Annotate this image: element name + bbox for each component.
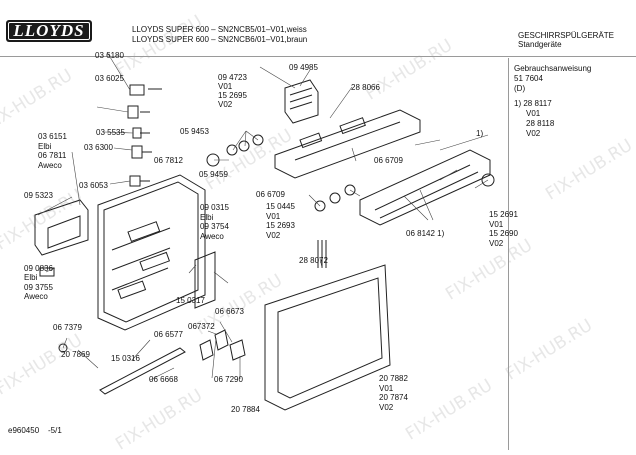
sidebar-divider (508, 58, 509, 450)
part-label: 09 0315 (200, 203, 229, 212)
part-label: V01 (218, 82, 233, 91)
door-inner-frame (97, 174, 206, 331)
part-label: Aweco (24, 292, 48, 301)
part-label: 20 7882 (379, 374, 408, 383)
small-part (129, 84, 145, 96)
part-label: 1) (476, 129, 484, 138)
part-label: 05 9459 (199, 170, 228, 179)
part-label: 03 6053 (79, 181, 108, 190)
display-module (284, 79, 319, 124)
hinge-bracket (194, 251, 216, 309)
part-label: 09 4985 (289, 63, 318, 72)
bottom-strip (99, 347, 186, 395)
category-line-2: Standgeräte (518, 40, 562, 49)
control-fascia (359, 149, 491, 226)
part-label: 05 9453 (180, 127, 209, 136)
part-label: 03 6180 (95, 51, 124, 60)
part-label: 09 3755 (24, 283, 53, 292)
part-label: 15 2691 (489, 210, 518, 219)
note-line: V01 (526, 109, 541, 118)
part-label: Aweco (38, 161, 62, 170)
doc-id: e960450 (8, 426, 40, 435)
small-part (229, 339, 246, 361)
model-line-1: LLOYDS SUPER 600 – SN2NCB5/01–V01,weiss (132, 25, 307, 34)
manual-label: Gebrauchsanweisung (514, 64, 592, 73)
part-label: 15 0445 (266, 202, 295, 211)
part-label: 03 5535 (96, 128, 125, 137)
manual-number: 51 7604 (514, 74, 543, 83)
part-label: 067372 (188, 322, 215, 331)
note-line: 1) 28 8117 (514, 99, 552, 108)
brand-logo: LLOYDS (6, 20, 92, 42)
part-label: V02 (218, 100, 233, 109)
door-outer-frame (264, 264, 391, 411)
control-panel-upper (274, 109, 421, 179)
part-label: V02 (266, 231, 281, 240)
part-label: 06 7290 (214, 375, 243, 384)
small-part (132, 127, 142, 139)
part-label: 06 7379 (53, 323, 82, 332)
part-label: 09 4723 (218, 73, 247, 82)
small-part (199, 339, 214, 361)
part-label: 15 2693 (266, 221, 295, 230)
wire-harness (317, 240, 327, 268)
part-label: 06 6709 (374, 156, 403, 165)
part-label: 28 8066 (351, 83, 380, 92)
manual-lang: (D) (514, 84, 526, 93)
part-label: 06 6668 (149, 375, 178, 384)
part-label: 06 6577 (154, 330, 183, 339)
small-part (214, 329, 229, 351)
part-label: 15 2690 (489, 229, 518, 238)
page-number: -5/1 (48, 426, 62, 435)
small-part (129, 175, 141, 187)
part-label: 03 6151 (38, 132, 67, 141)
part-label: V01 (379, 384, 394, 393)
part-label: V01 (489, 220, 504, 229)
brand-logo-text: LLOYDS (8, 22, 90, 40)
part-label: V02 (379, 403, 394, 412)
note-line: V02 (526, 129, 541, 138)
category-line-1: GESCHIRRSPÜLGERÄTE (518, 31, 615, 40)
part-label: Elbi (38, 142, 52, 151)
part-label: 06 8142 1) (406, 229, 445, 238)
latch-block (34, 199, 89, 256)
part-label: Elbi (24, 273, 38, 282)
part-label: 20 7869 (61, 350, 90, 359)
model-line-2: LLOYDS SUPER 600 – SN2NCB6/01–V01,braun (132, 35, 308, 44)
part-label: 20 7884 (231, 405, 260, 414)
part-label: 06 7811 (38, 151, 67, 160)
part-label: 15 0316 (111, 354, 140, 363)
part-label: 06 7812 (154, 156, 183, 165)
part-label: 03 6025 (95, 74, 124, 83)
part-label: V02 (489, 239, 504, 248)
small-part (131, 145, 143, 159)
part-label: 15 2695 (218, 91, 247, 100)
part-label: Aweco (200, 232, 224, 241)
part-label: 03 6300 (84, 143, 113, 152)
part-label: 09 3754 (200, 222, 229, 231)
part-label: 06 6673 (215, 307, 244, 316)
part-label: 15 0317 (176, 296, 205, 305)
part-label: 09 5323 (24, 191, 53, 200)
part-label: V01 (266, 212, 281, 221)
header-divider (0, 56, 636, 57)
small-part (127, 105, 139, 119)
small-part (39, 267, 55, 277)
part-label: 20 7874 (379, 393, 408, 402)
part-label: 09 0836 (24, 264, 53, 273)
part-label: 28 8072 (299, 256, 328, 265)
note-line: 28 8118 (526, 119, 555, 128)
part-label: 06 6709 (256, 190, 285, 199)
part-label: Elbi (200, 213, 214, 222)
